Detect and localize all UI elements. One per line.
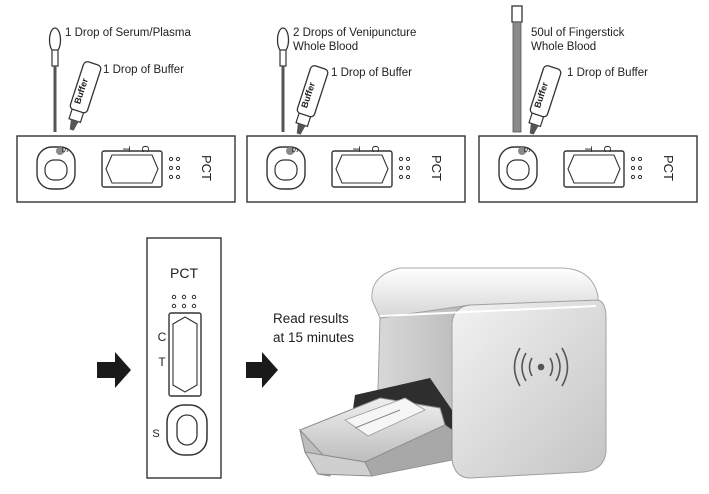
step-3-sample-label-line1: 50ul of Fingerstick bbox=[531, 27, 625, 39]
step-3-group: Buffer S T C PCT bbox=[478, 5, 698, 203]
s-mark: S bbox=[152, 428, 159, 440]
step-3-sample-label-line2: Whole Blood bbox=[531, 41, 597, 53]
t-mark: T bbox=[120, 146, 131, 152]
brand-label: PCT bbox=[170, 265, 198, 281]
s-mark: S bbox=[60, 147, 69, 152]
brand-label: PCT bbox=[429, 155, 444, 181]
analyzer-device-icon bbox=[299, 267, 607, 479]
c-mark: C bbox=[158, 330, 167, 344]
t-mark: T bbox=[158, 355, 166, 369]
c-mark: C bbox=[369, 145, 380, 152]
cassette-horizontal-3: S T C PCT bbox=[478, 135, 698, 203]
right-arrow-icon bbox=[246, 352, 278, 388]
c-mark: C bbox=[601, 145, 612, 152]
step-2-group: Buffer S T C PCT bbox=[246, 27, 466, 203]
cassette-vertical: PCT C T S bbox=[146, 237, 222, 479]
c-mark: C bbox=[139, 145, 150, 152]
buffer-vial-icon: Buffer bbox=[295, 65, 329, 135]
t-mark: T bbox=[582, 146, 593, 152]
step-2-buffer-label: 1 Drop of Buffer bbox=[331, 67, 412, 79]
cassette-horizontal-1: S T C PCT bbox=[16, 135, 236, 203]
step-1-group: Buffer S T C PCT bbox=[16, 27, 236, 203]
t-mark: T bbox=[350, 146, 361, 152]
step-2-sample-label-line2: Whole Blood bbox=[293, 41, 359, 53]
buffer-vial-icon: Buffer bbox=[68, 61, 102, 131]
s-mark: S bbox=[290, 147, 299, 152]
brand-label: PCT bbox=[199, 155, 214, 181]
read-instruction-line1: Read results bbox=[273, 311, 349, 326]
nfc-icon bbox=[513, 347, 569, 387]
brand-label: PCT bbox=[661, 155, 676, 181]
dropper-icon bbox=[48, 27, 62, 132]
step-2-sample-label-line1: 2 Drops of Venipuncture bbox=[293, 27, 417, 39]
read-instruction-line2: at 15 minutes bbox=[273, 330, 355, 345]
step-1-sample-label: 1 Drop of Serum/Plasma bbox=[65, 27, 191, 39]
s-mark: S bbox=[522, 147, 531, 152]
right-arrow-icon bbox=[97, 352, 131, 388]
dropper-icon bbox=[276, 27, 290, 132]
capillary-tube-icon bbox=[511, 5, 523, 133]
cassette-horizontal-2: S T C PCT bbox=[246, 135, 466, 203]
step-3-buffer-label: 1 Drop of Buffer bbox=[567, 67, 648, 79]
buffer-vial-icon: Buffer bbox=[528, 65, 562, 135]
step-1-buffer-label: 1 Drop of Buffer bbox=[103, 64, 184, 76]
